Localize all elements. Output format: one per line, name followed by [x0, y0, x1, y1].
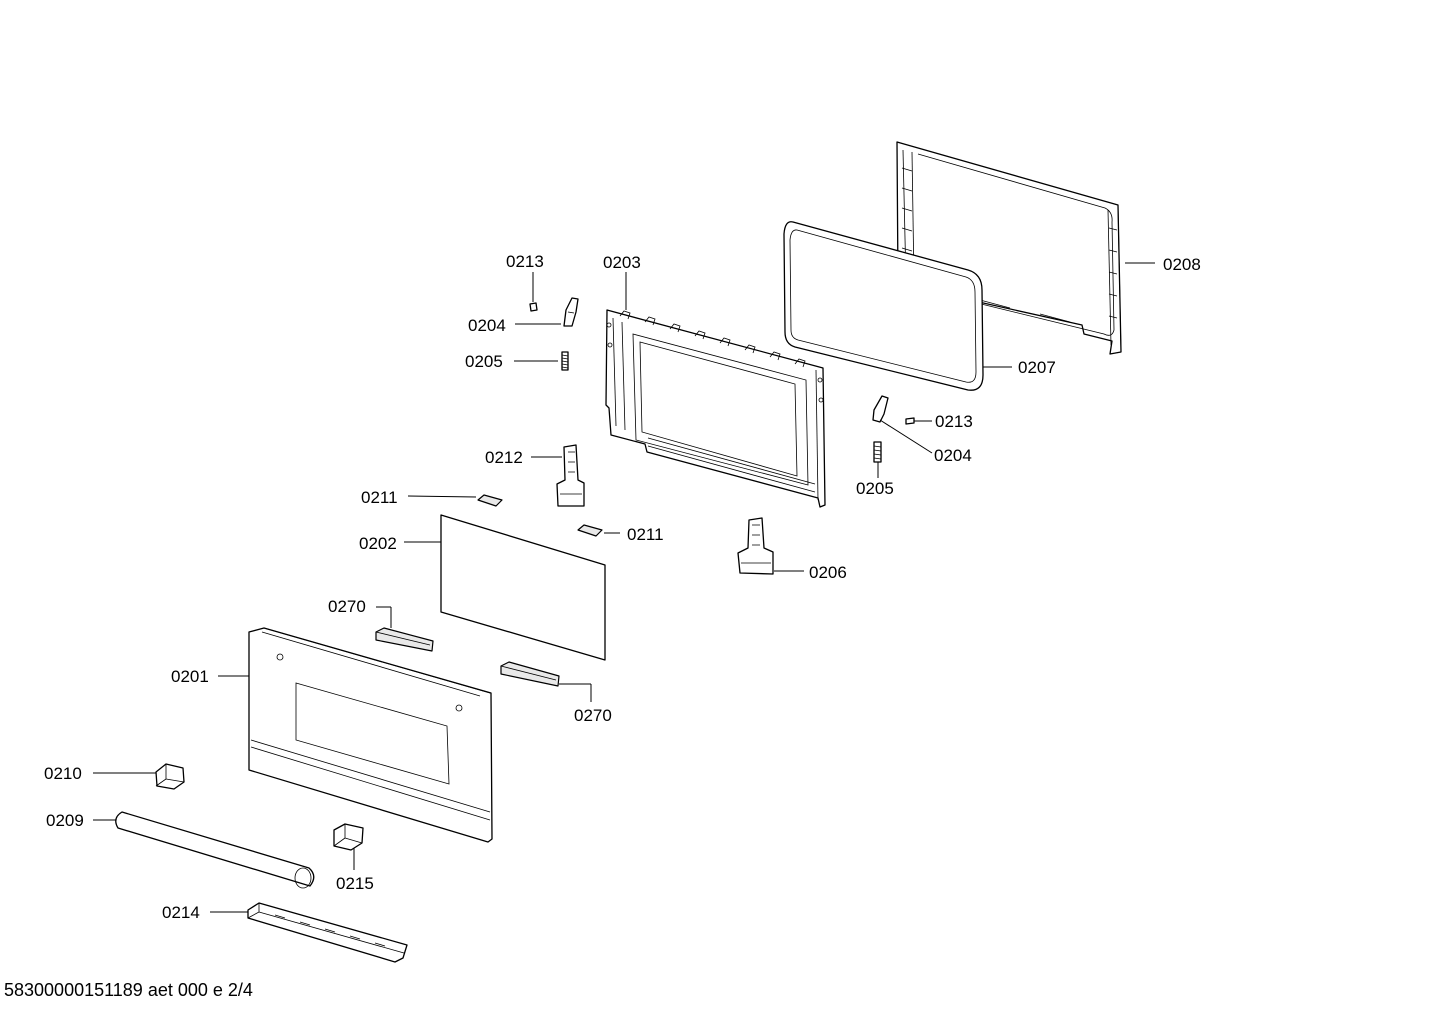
callout-labels: 0213 0203 0208 0204 0205 0207 0213 0204 … [44, 252, 1201, 922]
callout-0209: 0209 [46, 811, 84, 830]
part-0270-block-left [375, 627, 434, 652]
part-0214-bottom-strip [247, 902, 408, 963]
part-0204-bracket-left [563, 297, 579, 327]
part-0207-gasket [783, 221, 984, 391]
callout-0215: 0215 [336, 874, 374, 893]
part-0212-hinge [556, 444, 585, 507]
callout-0211-right: 0211 [627, 525, 664, 544]
callout-0203: 0203 [603, 253, 641, 272]
callout-0210: 0210 [44, 764, 82, 783]
callout-0270-bottom: 0270 [574, 706, 612, 725]
part-0204-bracket-right [872, 395, 889, 423]
part-0209-handle [115, 811, 315, 889]
part-0205-spring-left [561, 351, 569, 371]
callout-0204-left: 0204 [468, 316, 506, 335]
part-0206-hinge [737, 517, 774, 575]
callout-0206: 0206 [809, 563, 847, 582]
callout-0213-top: 0213 [506, 252, 544, 271]
callout-0211-left: 0211 [361, 488, 398, 507]
callout-0213-right: 0213 [935, 412, 973, 431]
part-0201-outer-door [248, 627, 493, 843]
part-0211-pad-left [477, 494, 503, 507]
part-0213-pin-left [529, 302, 538, 312]
callout-0270-top: 0270 [328, 597, 366, 616]
part-0215-end-cap [333, 823, 364, 851]
callout-0212: 0212 [485, 448, 523, 467]
document-code: 58300000151189 aet 000 e 2/4 [4, 980, 253, 1000]
callout-0205-right: 0205 [856, 479, 894, 498]
callout-0202: 0202 [359, 534, 397, 553]
part-0270-block-right [500, 661, 560, 687]
part-0211-pad-right [577, 524, 603, 537]
callout-0214: 0214 [162, 903, 200, 922]
callout-0207: 0207 [1018, 358, 1056, 377]
part-0202-glass [440, 514, 606, 661]
part-0203-inner-frame [605, 309, 826, 508]
part-0205-spring-right [873, 441, 882, 463]
callout-0205-left: 0205 [465, 352, 503, 371]
callout-0208: 0208 [1163, 255, 1201, 274]
callout-0201: 0201 [171, 667, 209, 686]
part-0213-pin-right [905, 417, 915, 425]
part-0210-cap [155, 763, 185, 790]
callout-0204-right: 0204 [934, 446, 972, 465]
